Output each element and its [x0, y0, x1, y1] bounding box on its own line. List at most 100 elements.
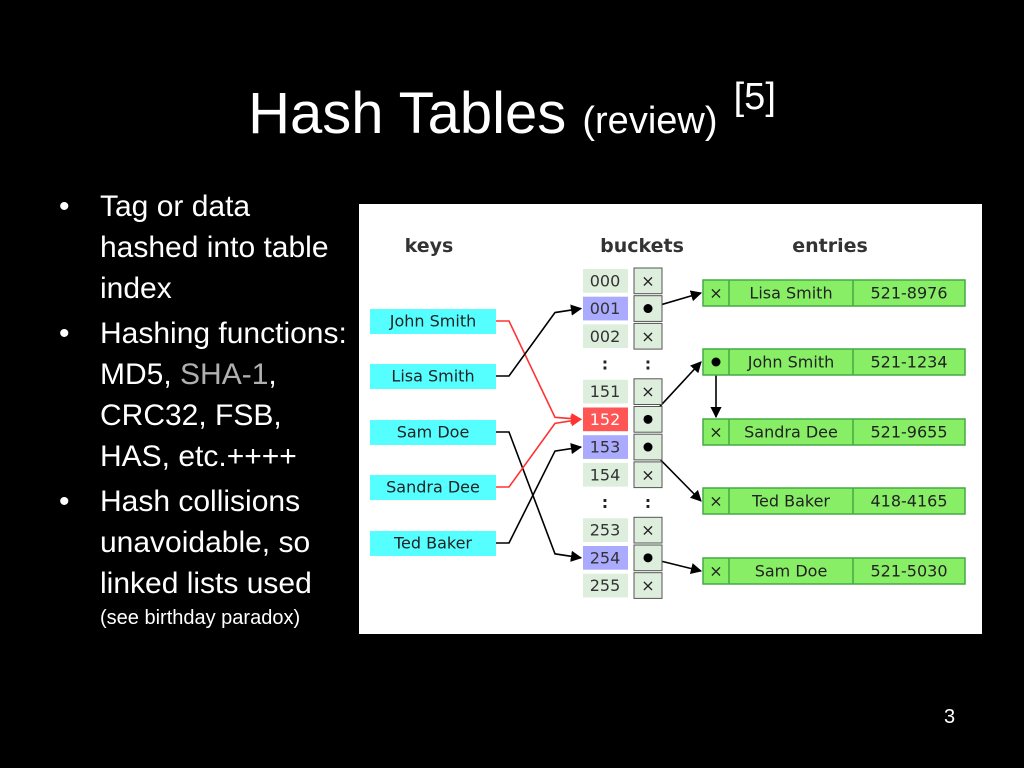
- bucket-index-bg: [583, 546, 628, 570]
- bucket-gap: :: [645, 493, 651, 512]
- entry-box: [702, 418, 966, 446]
- bullet-dot: •: [59, 485, 70, 518]
- slide-title: Hash Tables (review) [5]: [0, 62, 1024, 156]
- key-label: Sandra Dee: [386, 478, 480, 497]
- bucket-row: 151 ×: [583, 378, 663, 406]
- entry-box: [702, 487, 966, 515]
- bucket-gap: :: [602, 354, 608, 373]
- key-box-bg: [370, 475, 496, 500]
- bucket-pointer-cell: [633, 461, 663, 489]
- entry-next-pointer: ●: [359, 204, 360, 205]
- bucket-row: 255 ×: [583, 572, 663, 599]
- key-label: Lisa Smith: [391, 367, 474, 386]
- bucket-pointer: ●: [359, 204, 360, 205]
- key-label: Sam Doe: [397, 423, 470, 442]
- null-pointer-icon: ×: [641, 576, 654, 595]
- bucket-pointer: ●: [359, 204, 360, 205]
- bullet-text: Hash collisions unavoidable, so linked l…: [100, 485, 312, 600]
- bucket-row: ::: [602, 354, 651, 373]
- key-box: Sam Doe: [370, 420, 496, 445]
- entry-phone: 521-8976: [870, 284, 947, 303]
- entry-name: Ted Baker: [751, 492, 830, 511]
- bucket-pointer-cell: [633, 572, 663, 599]
- page-number: 3: [944, 706, 956, 728]
- bucket-row: 152●: [359, 204, 663, 433]
- pointer-dot-icon: [711, 357, 721, 367]
- hash-link-arrow: [496, 431, 583, 562]
- bucket-index: 153: [590, 438, 621, 457]
- bucket-pointer: ●: [359, 204, 360, 205]
- entries-header: entries: [792, 235, 868, 257]
- pointer-dot-icon: [643, 304, 653, 314]
- bucket-pointer-cell: [633, 267, 663, 295]
- buckets-header: buckets: [600, 235, 684, 257]
- bucket-row: 153 ●: [359, 204, 663, 461]
- bucket-pointer-cell: [633, 295, 663, 322]
- bucket-index: 151: [590, 382, 621, 401]
- key-box: Ted Baker: [370, 531, 496, 556]
- bullet-item: • Tag or data hashed into table index: [56, 186, 356, 309]
- entry-row: ● John Smith 521-1234: [359, 204, 966, 376]
- null-pointer-icon: ×: [641, 465, 654, 484]
- hash-link-arrow: [496, 304, 583, 377]
- bucket-pointer: ●: [359, 204, 360, 205]
- null-pointer-icon: ×: [641, 521, 654, 540]
- bucket-row: ::: [602, 493, 651, 512]
- null-pointer-icon: ×: [709, 562, 722, 581]
- key-box-bg: [370, 364, 496, 389]
- entry-box: [702, 557, 966, 585]
- entry-box: [702, 348, 966, 376]
- hash-link-arrow: [496, 415, 583, 488]
- bucket-pointer-cell: [633, 406, 663, 433]
- bucket-index-bg: [583, 296, 628, 321]
- key-box-bg: [370, 309, 496, 334]
- bucket-row: 002 ×: [583, 322, 663, 350]
- bullet-dot: •: [59, 190, 70, 223]
- bucket-index-bg: [583, 407, 628, 432]
- bucket-index-bg: [583, 324, 628, 349]
- entry-name: Sandra Dee: [744, 423, 838, 442]
- bullet-note: (see birthday paradox): [100, 607, 301, 629]
- key-box-bg: [370, 420, 496, 445]
- bucket-row: 253 ×: [583, 516, 663, 544]
- bullet-text: , CRC32, FSB, HAS, etc.++++: [100, 358, 297, 473]
- null-pointer-icon: ×: [709, 284, 722, 303]
- bullet-list: • Tag or data hashed into table index • Ha…: [56, 186, 356, 636]
- bucket-pointer-cell: [633, 322, 663, 350]
- bucket-index: 154: [590, 465, 621, 484]
- bucket-gap: :: [645, 354, 651, 373]
- key-box: Sandra Dee: [370, 475, 496, 500]
- bucket-index-bg: [583, 435, 628, 459]
- key-box-bg: [370, 531, 496, 556]
- pointer-dot-icon: [643, 442, 653, 452]
- bucket-index: 002: [590, 327, 621, 346]
- title-reference: [5]: [733, 76, 776, 118]
- entry-phone: 521-1234: [870, 353, 947, 372]
- null-pointer-icon: ×: [641, 271, 654, 290]
- null-pointer-icon: ×: [641, 382, 654, 401]
- key-box: Lisa Smith: [370, 364, 496, 389]
- bullet-text: Hashing functions: MD5,: [100, 317, 347, 391]
- bucket-row: 001 ●: [359, 204, 663, 322]
- bucket-pointer-cell: [633, 378, 663, 406]
- bucket-index-bg: [583, 573, 628, 598]
- bullet-dot: •: [59, 317, 70, 350]
- entry-phone: 521-9655: [870, 423, 947, 442]
- bullet-item: • Hashing functions: MD5, SHA-1, CRC32, F…: [56, 313, 356, 477]
- bucket-index-bg: [583, 269, 628, 293]
- null-pointer-icon: ×: [641, 327, 654, 346]
- bucket-index-bg: [583, 518, 628, 542]
- hash-link-arrow: [496, 320, 583, 425]
- bucket-index: 255: [590, 576, 621, 595]
- bullet-text: Tag or data hashed into table index: [100, 190, 329, 305]
- bucket-index: 253: [590, 521, 621, 540]
- sha1-link[interactable]: SHA-1: [180, 358, 269, 391]
- key-label: John Smith: [389, 312, 476, 331]
- bucket-index: 001: [590, 299, 621, 318]
